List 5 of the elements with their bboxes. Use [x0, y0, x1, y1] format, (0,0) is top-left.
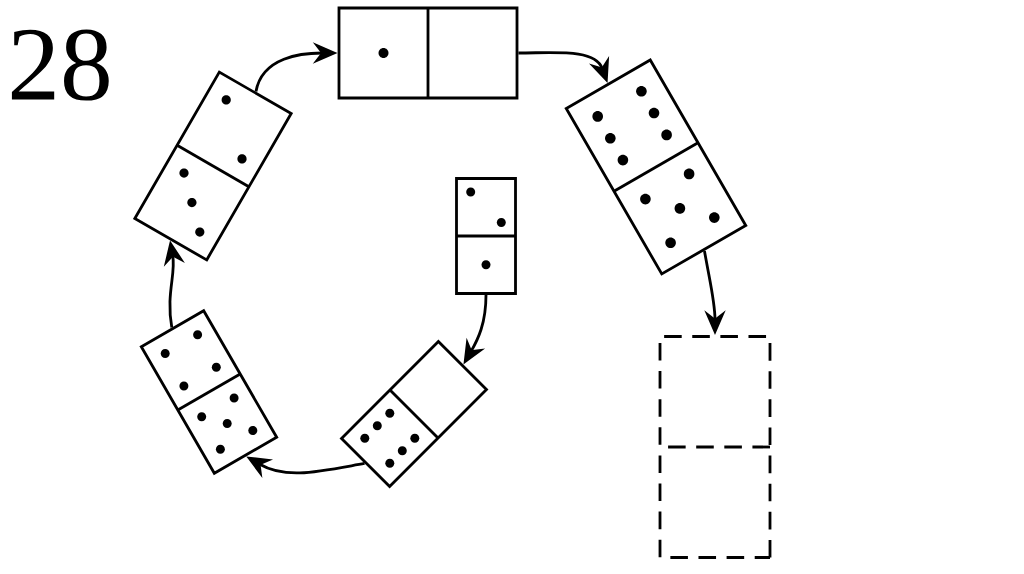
domino	[658, 335, 772, 559]
page-number: 28	[11, 29, 109, 101]
domino	[337, 6, 519, 100]
domino	[564, 58, 748, 276]
domino	[455, 177, 517, 295]
